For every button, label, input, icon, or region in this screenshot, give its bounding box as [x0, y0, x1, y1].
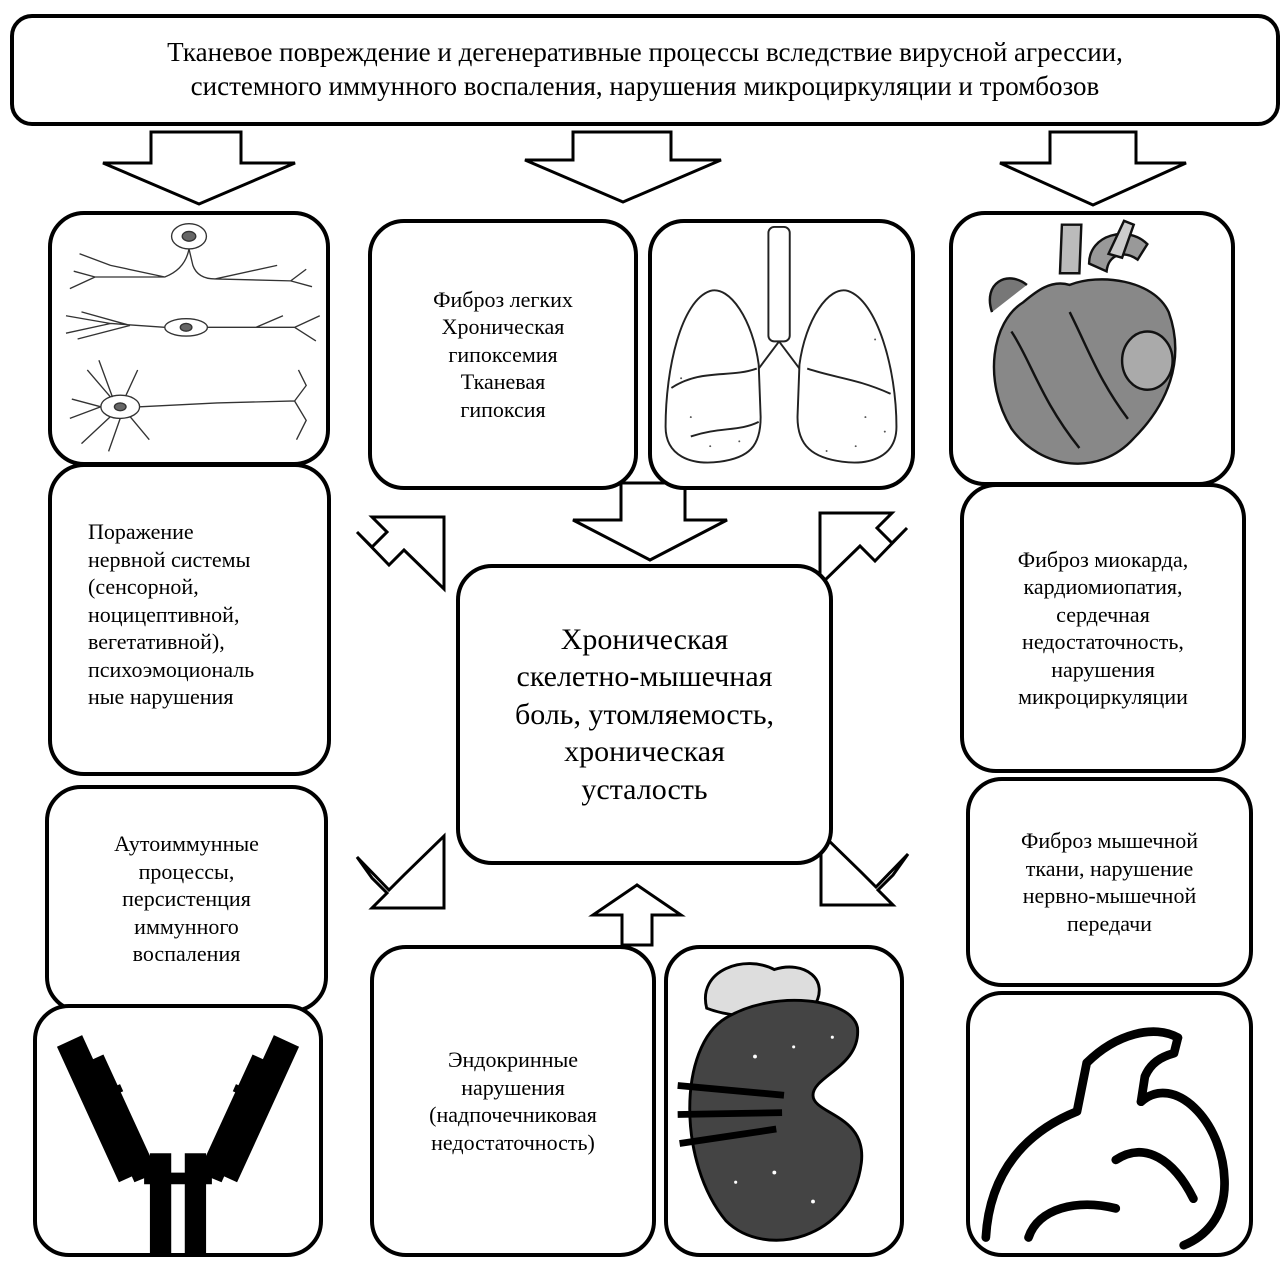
arrow-nervous-to-center	[357, 517, 444, 589]
nervous-text-box: Поражение нервной системы (сенсорной, но…	[48, 463, 331, 776]
heart-image-box	[949, 211, 1235, 486]
biceps-image-box	[966, 991, 1253, 1257]
cardiac-text: Фиброз миокарда, кардиомиопатия, сердечн…	[1018, 546, 1189, 711]
lung-text-box: Фиброз легких Хроническая гипоксемия Тка…	[368, 219, 638, 490]
autoimmune-text: Аутоиммунные процессы, персистенция имму…	[114, 830, 259, 968]
nervous-text: Поражение нервной системы (сенсорной, но…	[52, 518, 254, 711]
neuron-image-box	[48, 211, 330, 466]
heart-icon	[953, 215, 1231, 482]
antibody-icon	[37, 1008, 319, 1253]
endocrine-text: Эндокринные нарушения (надпочечниковая н…	[429, 1046, 597, 1156]
kidney-image-box	[664, 945, 904, 1257]
neuron-icon	[52, 215, 326, 462]
muscle-text-box: Фиброз мышечной ткани, нарушение нервно-…	[966, 777, 1253, 987]
arrow-autoimmune-to-center	[357, 836, 444, 908]
center-box: Хроническая скелетно-мышечная боль, утом…	[456, 564, 833, 865]
arrow-down-center	[525, 132, 721, 202]
header-box: Тканевое повреждение и дегенеративные пр…	[10, 14, 1280, 126]
lungs-icon	[652, 223, 911, 486]
arrow-muscle-to-center	[821, 833, 908, 905]
arrow-cardiac-to-center	[820, 513, 907, 585]
arrow-down-right	[1000, 132, 1186, 205]
muscle-text: Фиброз мышечной ткани, нарушение нервно-…	[1021, 827, 1198, 937]
arrow-down-left	[103, 132, 295, 204]
arrow-lung-to-center	[573, 483, 727, 560]
arrow-endocrine-to-center	[593, 885, 681, 945]
lung-text: Фиброз легких Хроническая гипоксемия Тка…	[433, 286, 573, 424]
autoimmune-text-box: Аутоиммунные процессы, персистенция имму…	[45, 785, 328, 1013]
antibody-image-box	[33, 1004, 323, 1257]
biceps-icon	[970, 995, 1249, 1253]
center-text: Хроническая скелетно-мышечная боль, утом…	[515, 621, 774, 809]
cardiac-text-box: Фиброз миокарда, кардиомиопатия, сердечн…	[960, 483, 1246, 773]
lungs-image-box	[648, 219, 915, 490]
header-text: Тканевое повреждение и дегенеративные пр…	[167, 36, 1123, 104]
endocrine-text-box: Эндокринные нарушения (надпочечниковая н…	[370, 945, 656, 1257]
kidney-adrenal-icon	[668, 949, 900, 1253]
